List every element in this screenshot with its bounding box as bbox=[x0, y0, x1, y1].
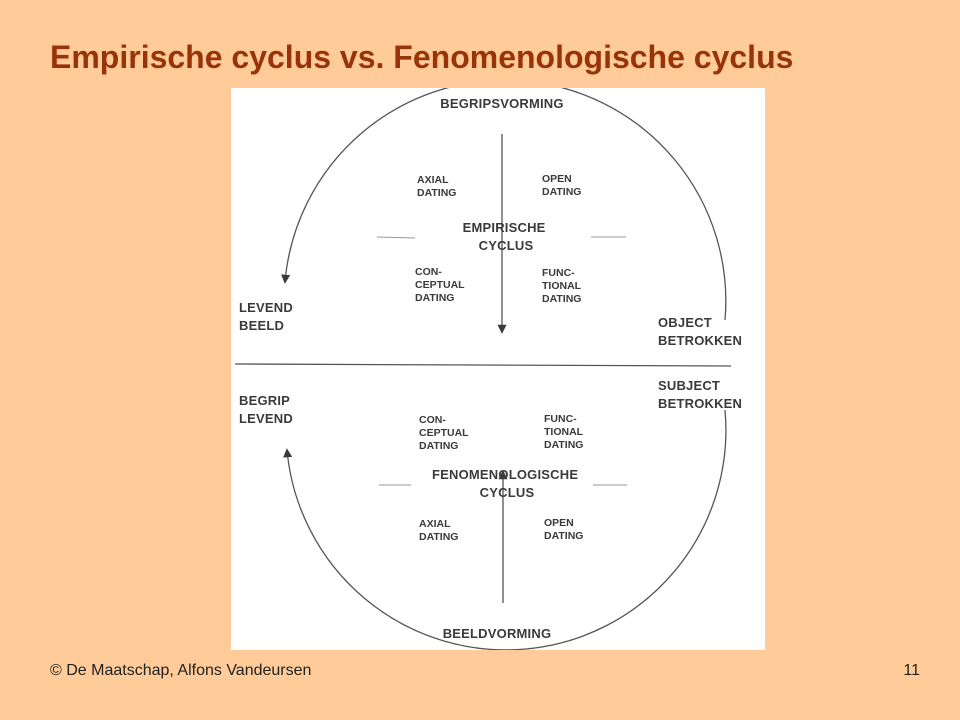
horizontal-divider bbox=[234, 363, 732, 367]
empirical-axial-dating: AXIAL DATING bbox=[417, 174, 456, 199]
phenomenological-conceptual-dating: CON- CEPTUAL DATING bbox=[419, 414, 471, 452]
phenomenological-axial-dating: AXIAL DATING bbox=[419, 518, 458, 543]
empirical-functional-dating: FUNC- TIONAL DATING bbox=[542, 267, 584, 305]
footer-copyright: © De Maatschap, Alfons Vandeursen bbox=[50, 662, 312, 679]
empirical-cycle-center: EMPIRISCHE CYCLUS bbox=[463, 220, 550, 253]
page-number: 11 bbox=[903, 662, 920, 679]
cycle-diagram: BEGRIPSVORMING BEELDVORMING LEVEND BEELD… bbox=[231, 88, 765, 650]
phenomenological-cycle-center: FENOMENOLOGISCHE CYCLUS bbox=[432, 467, 582, 500]
label-begrip-levend: BEGRIP LEVEND bbox=[239, 393, 294, 426]
label-object-betrokken: OBJECT BETROKKEN bbox=[658, 315, 742, 348]
label-subject-betrokken: SUBJECT BETROKKEN bbox=[658, 378, 742, 411]
phenomenological-open-dating: OPEN DATING bbox=[544, 517, 583, 542]
label-beeldvorming: BEELDVORMING bbox=[443, 626, 552, 641]
label-begripsvorming: BEGRIPSVORMING bbox=[440, 96, 563, 111]
upper-cycle-arc bbox=[281, 88, 727, 321]
slide-title: Empirische cyclus vs. Fenomenologische c… bbox=[50, 39, 794, 75]
label-levend-beeld: LEVEND BEELD bbox=[239, 300, 297, 333]
lower-cycle-arc bbox=[283, 409, 727, 650]
upper-left-dash bbox=[376, 236, 416, 239]
cycle-diagram-canvas: BEGRIPSVORMING BEELDVORMING LEVEND BEELD… bbox=[234, 88, 742, 650]
phenomenological-functional-dating: FUNC- TIONAL DATING bbox=[544, 413, 586, 451]
empirical-conceptual-dating: CON- CEPTUAL DATING bbox=[415, 266, 467, 304]
empirical-open-dating: OPEN DATING bbox=[542, 173, 581, 198]
